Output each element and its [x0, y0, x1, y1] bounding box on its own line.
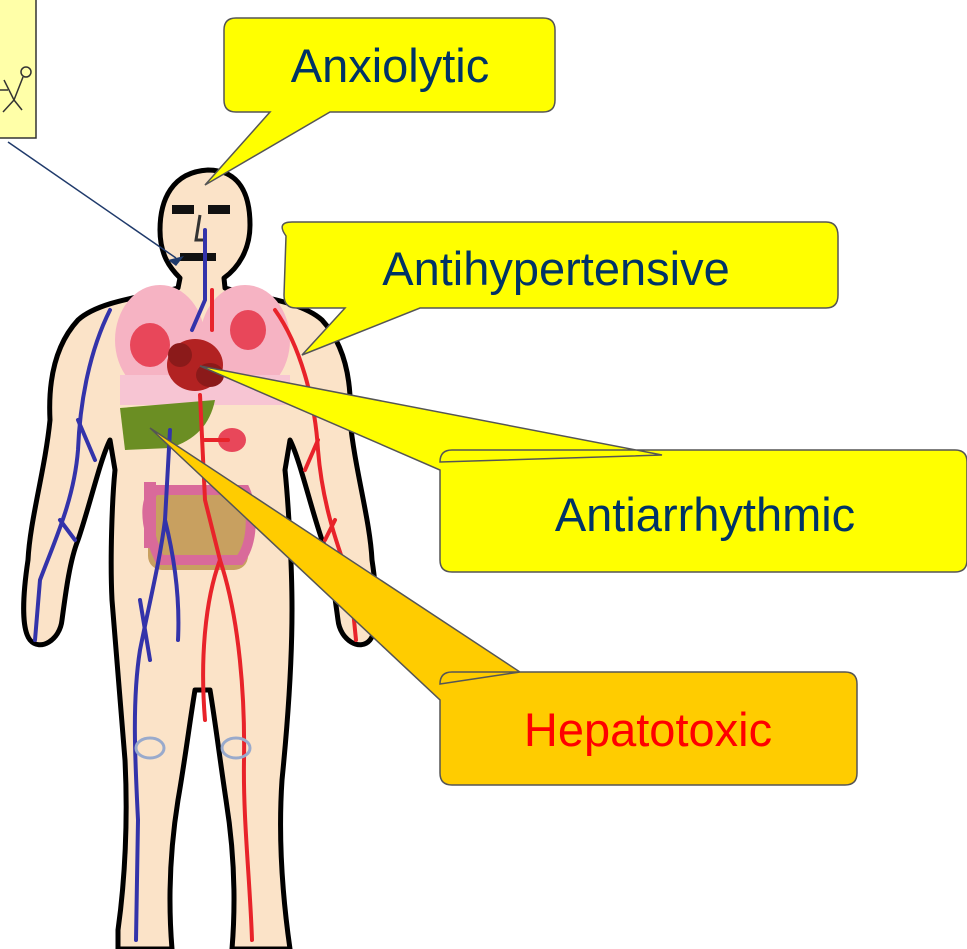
callout-antihypertensive: Antihypertensive	[282, 222, 838, 355]
callout-anxiolytic: Anxiolytic	[205, 18, 555, 185]
callout-hepatotoxic-label: Hepatotoxic	[524, 703, 772, 756]
callout-anxiolytic-label: Anxiolytic	[291, 39, 490, 92]
callout-antiarrhythmic-label: Antiarrhythmic	[555, 488, 855, 541]
molecule-structure-box	[0, 0, 36, 138]
molecule-pointer	[8, 142, 184, 266]
callout-antihypertensive-label: Antihypertensive	[382, 242, 729, 295]
